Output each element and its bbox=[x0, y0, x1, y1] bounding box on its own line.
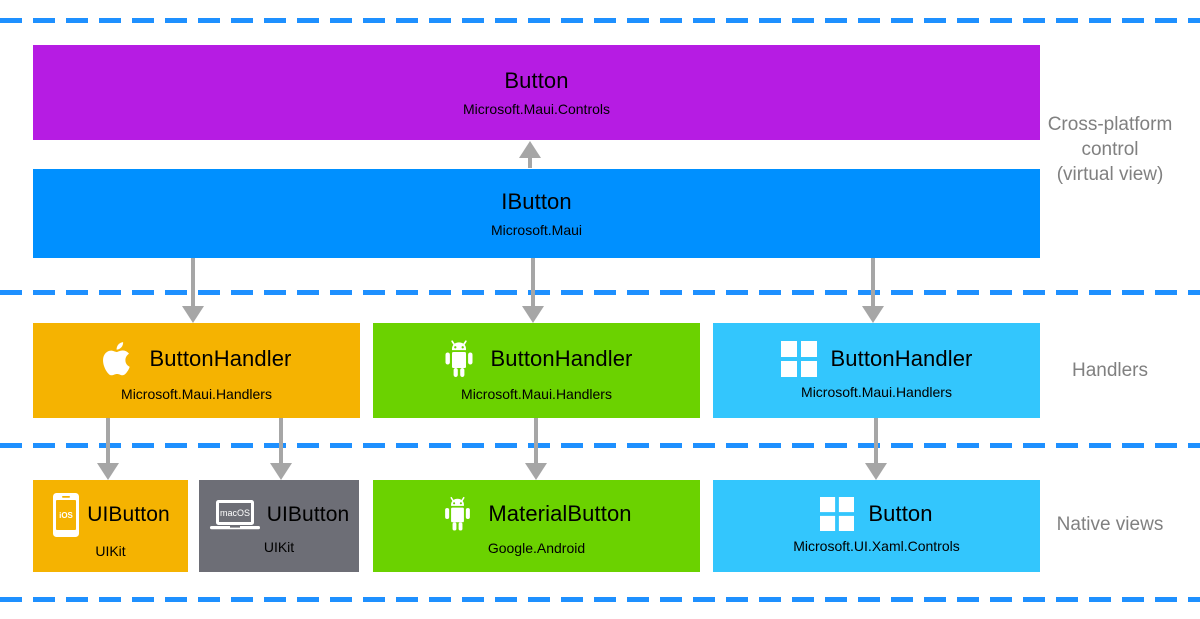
apple-icon bbox=[102, 339, 136, 379]
box-title: MaterialButton bbox=[488, 501, 632, 526]
box-title: ButtonHandler bbox=[490, 345, 633, 371]
box-title: IButton bbox=[501, 188, 572, 214]
box-title: Button bbox=[504, 67, 569, 93]
separator-bottom bbox=[0, 597, 1200, 602]
box-namespace: Microsoft.Maui.Handlers bbox=[121, 385, 272, 402]
box-handler-apple[interactable]: ButtonHandler Microsoft.Maui.Handlers bbox=[33, 323, 360, 418]
arrow-apple-handler-to-uibutton-macos bbox=[270, 418, 292, 480]
box-title: Button bbox=[868, 501, 933, 526]
separator-top bbox=[0, 18, 1200, 23]
row-label-cross-platform: Cross-platform control (virtual view) bbox=[1025, 112, 1195, 187]
box-title: ButtonHandler bbox=[149, 345, 292, 371]
arrow-windows-handler-to-button bbox=[865, 418, 887, 480]
separator-cross-platform-handlers bbox=[0, 290, 1200, 295]
android-icon bbox=[441, 495, 474, 533]
box-namespace: Microsoft.Maui bbox=[490, 221, 583, 238]
box-namespace: Microsoft.Maui.Handlers bbox=[461, 385, 612, 402]
row-label-cross-platform-line3: (virtual view) bbox=[1056, 164, 1164, 185]
box-namespace: Microsoft.Maui.Controls bbox=[462, 100, 611, 117]
box-namespace: Microsoft.Maui.Handlers bbox=[801, 383, 952, 400]
box-cross-platform-control-button[interactable]: Button Microsoft.Maui.Controls bbox=[33, 45, 1040, 140]
row-label-handlers: Handlers bbox=[1071, 360, 1149, 381]
box-native-button-windows[interactable]: Button Microsoft.UI.Xaml.Controls bbox=[713, 480, 1040, 572]
windows-icon bbox=[780, 340, 817, 377]
box-namespace: Google.Android bbox=[487, 540, 586, 556]
windows-icon bbox=[820, 497, 855, 531]
box-title: ButtonHandler bbox=[830, 345, 973, 371]
arrow-ibutton-to-android-handler bbox=[522, 258, 544, 323]
box-handler-android[interactable]: ButtonHandler Microsoft.Maui.Handlers bbox=[373, 323, 700, 418]
box-title: UIButton bbox=[266, 503, 350, 526]
row-label-cross-platform-line2: control bbox=[1081, 139, 1139, 160]
box-title: UIButton bbox=[87, 503, 170, 526]
svg-text:iOS: iOS bbox=[59, 511, 73, 520]
box-native-materialbutton[interactable]: MaterialButton Google.Android bbox=[373, 480, 700, 572]
box-native-uibutton-macos[interactable]: macOS UIButton UIKit bbox=[199, 480, 359, 572]
box-namespace: UIKit bbox=[263, 539, 295, 555]
box-interface-ibutton[interactable]: IButton Microsoft.Maui bbox=[33, 169, 1040, 258]
macos-laptop-icon: macOS bbox=[209, 496, 261, 534]
box-namespace: Microsoft.UI.Xaml.Controls bbox=[793, 538, 960, 554]
android-icon bbox=[441, 339, 477, 379]
ios-phone-icon: iOS bbox=[51, 492, 81, 538]
svg-text:macOS: macOS bbox=[220, 508, 250, 518]
arrow-ibutton-to-button bbox=[519, 141, 541, 168]
arrow-apple-handler-to-uibutton-ios bbox=[97, 418, 119, 480]
row-label-native-views: Native views bbox=[1056, 514, 1164, 535]
box-native-uibutton-ios[interactable]: iOS UIButton UIKit bbox=[33, 480, 188, 572]
box-handler-windows[interactable]: ButtonHandler Microsoft.Maui.Handlers bbox=[713, 323, 1040, 418]
arrow-android-handler-to-materialbutton bbox=[525, 418, 547, 480]
separator-handlers-native bbox=[0, 443, 1200, 448]
row-label-cross-platform-line1: Cross-platform bbox=[1047, 114, 1173, 135]
arrow-ibutton-to-windows-handler bbox=[862, 258, 884, 323]
arrow-ibutton-to-apple-handler bbox=[182, 258, 204, 323]
box-namespace: UIKit bbox=[95, 543, 126, 559]
